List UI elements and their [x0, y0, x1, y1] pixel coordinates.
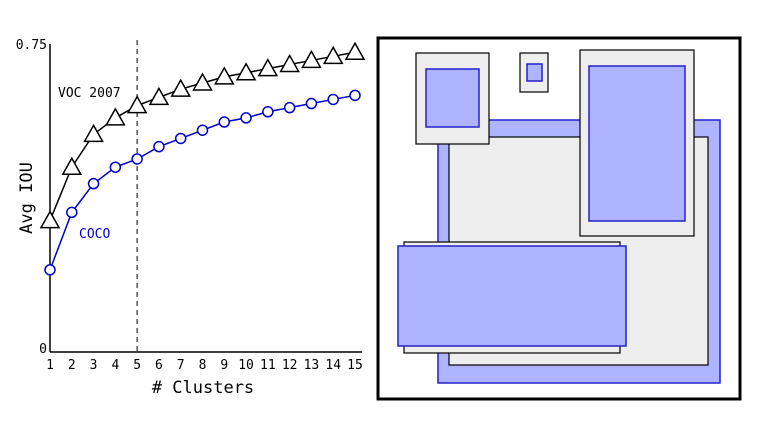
- x-tick-label: 2: [68, 358, 76, 373]
- small-blue-box-left: [425, 68, 480, 128]
- x-tick-label: 6: [155, 358, 163, 373]
- tiny-blue-box: [526, 63, 543, 82]
- triangle-marker: [301, 49, 322, 69]
- circle-marker: [44, 264, 56, 276]
- circle-marker: [305, 97, 318, 110]
- x-tick-label: 13: [304, 358, 320, 373]
- x-tick-label: 11: [260, 358, 276, 373]
- triangle-marker: [257, 58, 279, 77]
- x-tick-label: 4: [111, 358, 119, 373]
- triangle-marker: [192, 72, 213, 91]
- triangle-marker: [235, 62, 257, 81]
- y-tick-label-bottom: 0: [39, 342, 47, 357]
- cluster-boxes-diagram: [376, 36, 742, 401]
- circle-marker: [174, 132, 187, 145]
- circle-marker: [240, 112, 252, 124]
- circle-marker: [349, 89, 361, 102]
- x-tick-label: 15: [347, 358, 363, 373]
- triangle-marker: [61, 156, 83, 175]
- circle-marker: [131, 153, 143, 165]
- circle-marker: [196, 124, 209, 136]
- series-label-coco: COCO: [79, 227, 110, 242]
- y-axis-label: Avg IOU: [17, 162, 37, 234]
- circle-marker: [218, 116, 231, 128]
- x-tick-label: 9: [220, 358, 228, 373]
- x-tick-label: 10: [238, 358, 254, 373]
- circle-marker: [327, 93, 339, 106]
- triangle-marker: [344, 41, 366, 60]
- circle-marker: [109, 161, 122, 173]
- circle-marker: [66, 206, 78, 219]
- circle-marker: [262, 106, 274, 118]
- triangle-marker: [170, 78, 191, 97]
- triangle-marker: [105, 107, 126, 126]
- x-tick-label: 14: [325, 358, 341, 373]
- x-tick-label: 8: [199, 358, 207, 373]
- triangle-marker: [322, 45, 344, 65]
- triangle-marker: [83, 123, 104, 143]
- series-group: [39, 41, 366, 276]
- triangle-marker: [214, 66, 235, 85]
- x-axis-label: # Clusters: [152, 378, 254, 398]
- triangle-marker: [279, 54, 300, 73]
- triangle-marker: [148, 86, 170, 106]
- x-tick-label: 12: [282, 358, 298, 373]
- x-tick-label: 1: [46, 358, 54, 373]
- series-label-voc2007: VOC 2007: [58, 86, 121, 101]
- y-tick-label-top: 0.75: [16, 38, 47, 53]
- x-tick-label: 5: [133, 358, 141, 373]
- triangle-marker: [39, 210, 61, 229]
- tall-blue-box: [588, 65, 686, 222]
- circle-marker: [87, 177, 100, 190]
- triangle-marker: [126, 95, 148, 114]
- circle-marker: [283, 101, 296, 114]
- wide-blue-box: [397, 245, 627, 347]
- x-tick-label: 7: [177, 358, 185, 373]
- circle-marker: [153, 140, 165, 153]
- x-tick-label: 3: [90, 358, 98, 373]
